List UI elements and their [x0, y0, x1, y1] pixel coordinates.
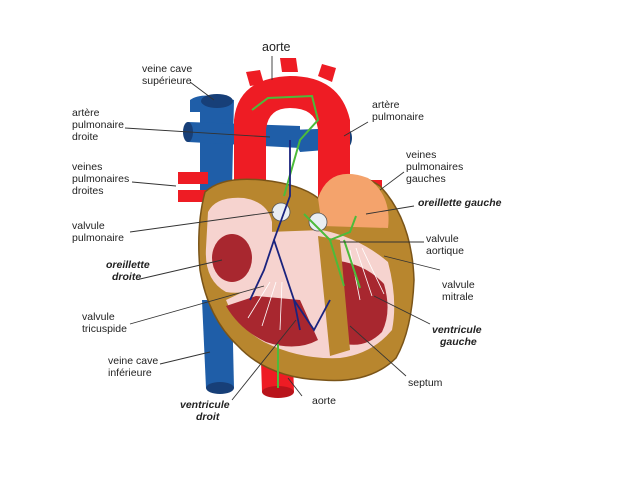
- label-veines-pulmonaires-gauches: veines pulmonaires gauches: [406, 149, 466, 185]
- superior-vena-cava-opening: [201, 94, 233, 108]
- label-aorte-bottom: aorte: [312, 395, 336, 407]
- label-artere-pulmonaire: artère pulmonaire: [372, 99, 424, 123]
- label-valvule-aortique: valvule aortique: [426, 233, 464, 257]
- label-valvule-pulmonaire: valvule pulmonaire: [72, 220, 124, 244]
- label-oreillette-droite: oreillette droite: [106, 259, 153, 283]
- label-ventricule-gauche: ventricule gauche: [432, 324, 485, 348]
- label-veine-cave-inferieure: veine cave inférieure: [108, 355, 161, 379]
- inferior-vena-cava-opening: [206, 382, 234, 394]
- label-valvule-tricuspide: valvule tricuspide: [82, 311, 127, 335]
- right-pulmonary-veins: [178, 172, 208, 184]
- label-oreillette-gauche: oreillette gauche: [418, 197, 502, 209]
- label-ventricule-droit: ventricule droit: [180, 399, 233, 423]
- label-septum: septum: [408, 377, 443, 389]
- label-artere-pulmonaire-droite: artère pulmonaire droite: [72, 107, 127, 143]
- right-atrium-inner: [212, 234, 252, 282]
- label-valvule-mitrale: valvule mitrale: [442, 279, 478, 303]
- label-aorte-top: aorte: [262, 40, 291, 54]
- label-veine-cave-superieure: veine cave supérieure: [142, 63, 195, 87]
- label-veines-pulmonaires-droites: veines pulmonaires droites: [72, 161, 132, 197]
